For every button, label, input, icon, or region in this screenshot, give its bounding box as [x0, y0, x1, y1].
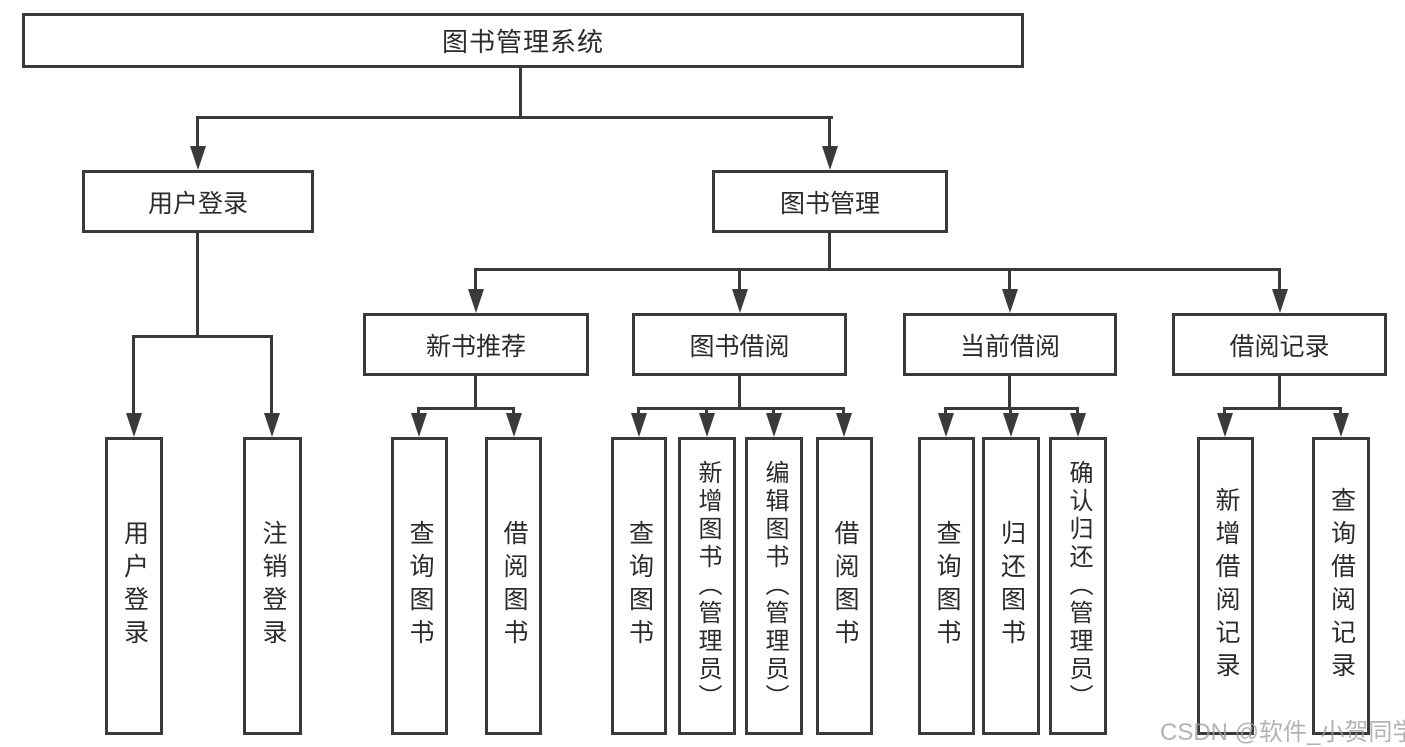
arrow-down-icon [506, 413, 522, 437]
node-book-management: 图书管理 [712, 170, 948, 233]
arrow-down-icon [1217, 413, 1233, 437]
leaf-query-books-current-label: 查询图书 [933, 520, 961, 652]
connector-line [1224, 407, 1342, 410]
connector-line [475, 268, 1281, 271]
node-current-borrowing-label: 当前借阅 [959, 332, 1060, 361]
leaf-user-login: 用户登录 [105, 437, 163, 735]
connector-line [944, 407, 947, 413]
arrow-down-icon [411, 413, 427, 437]
connector-line [1278, 268, 1281, 289]
leaf-borrow-books-recommend: 借阅图书 [485, 437, 542, 735]
csdn-watermark: CSDN @软件_小贺同学 [1160, 719, 1405, 746]
node-new-book-recommend: 新书推荐 [363, 313, 589, 376]
connector-line [828, 233, 831, 269]
connector-line [133, 335, 273, 338]
arrow-down-icon [938, 413, 954, 437]
node-current-borrowing: 当前借阅 [903, 313, 1117, 376]
arrow-down-icon [766, 413, 782, 437]
connector-line [418, 407, 515, 410]
connector-line [1076, 407, 1079, 413]
arrow-down-icon [699, 413, 715, 437]
connector-line [196, 233, 199, 336]
arrow-down-icon [822, 146, 838, 170]
arrow-down-icon [1070, 413, 1086, 437]
leaf-confirm-return-admin-label: 确认归还（管理员） [1065, 460, 1092, 712]
leaf-edit-book-admin: 编辑图书（管理员） [745, 437, 803, 735]
connector-line [738, 376, 741, 408]
connector-line [1008, 268, 1011, 289]
leaf-query-borrow-record-label: 查询借阅记录 [1327, 487, 1356, 685]
leaf-logout: 注销登录 [243, 437, 302, 735]
connector-line [738, 268, 741, 289]
arrow-down-icon [631, 413, 647, 437]
node-user-login: 用户登录 [82, 170, 314, 233]
connector-line [197, 116, 833, 119]
node-book-management-label: 图书管理 [779, 189, 880, 218]
arrow-down-icon [1003, 413, 1019, 437]
leaf-add-borrow-record: 新增借阅记录 [1197, 437, 1254, 735]
arrow-down-icon [264, 413, 280, 437]
arrow-down-icon [1333, 413, 1349, 437]
arrow-down-icon [126, 413, 142, 437]
leaf-confirm-return-admin: 确认归还（管理员） [1049, 437, 1107, 735]
arrow-down-icon [468, 289, 484, 313]
leaf-query-books-recommend-label: 查询图书 [406, 520, 434, 652]
node-borrow-records-label: 借阅记录 [1229, 332, 1330, 361]
leaf-add-book-admin-label: 新增图书（管理员） [694, 460, 721, 712]
leaf-edit-book-admin-label: 编辑图书（管理员） [761, 460, 788, 712]
leaf-query-books-borrowing-label: 查询图书 [625, 520, 654, 652]
leaf-return-book: 归还图书 [982, 437, 1040, 735]
connector-line [1008, 376, 1011, 408]
connector-line [1339, 407, 1342, 413]
leaf-borrow-books-label: 借阅图书 [831, 520, 859, 652]
connector-line [474, 376, 477, 408]
leaf-return-book-label: 归还图书 [997, 520, 1026, 652]
leaf-query-borrow-record: 查询借阅记录 [1312, 437, 1370, 735]
connector-line [519, 68, 522, 117]
node-borrow-records: 借阅记录 [1172, 313, 1387, 376]
connector-line [1223, 407, 1226, 413]
leaf-borrow-books: 借阅图书 [816, 437, 873, 735]
connector-line [270, 335, 273, 413]
arrow-down-icon [190, 146, 206, 170]
connector-line [705, 407, 708, 413]
node-book-borrowing-label: 图书借阅 [689, 332, 790, 361]
arrow-down-icon [732, 289, 748, 313]
arrow-down-icon [1272, 289, 1288, 313]
node-root: 图书管理系统 [22, 13, 1024, 68]
connector-line [638, 407, 845, 410]
node-book-borrowing: 图书借阅 [632, 313, 847, 376]
connector-line [1009, 407, 1012, 413]
connector-line [132, 335, 135, 413]
leaf-borrow-books-recommend-label: 借阅图书 [500, 520, 528, 652]
arrow-down-icon [836, 413, 852, 437]
leaf-query-books-borrowing: 查询图书 [611, 437, 667, 735]
leaf-query-books-recommend: 查询图书 [391, 437, 448, 735]
connector-line [945, 407, 1079, 410]
arrow-down-icon [1002, 289, 1018, 313]
connector-line [474, 268, 477, 289]
connector-line [512, 407, 515, 413]
connector-line [1278, 376, 1281, 408]
leaf-logout-label: 注销登录 [259, 520, 287, 652]
connector-line [772, 407, 775, 413]
node-user-login-label: 用户登录 [147, 189, 248, 218]
leaf-add-borrow-record-label: 新增借阅记录 [1212, 487, 1240, 685]
connector-line [828, 116, 831, 146]
connector-line [637, 407, 640, 413]
connector-line [417, 407, 420, 413]
connector-line [196, 116, 199, 146]
leaf-add-book-admin: 新增图书（管理员） [678, 437, 736, 735]
connector-line [842, 407, 845, 413]
node-new-book-recommend-label: 新书推荐 [425, 332, 526, 361]
leaf-user-login-label: 用户登录 [120, 520, 149, 652]
node-root-label: 图书管理系统 [441, 27, 604, 57]
leaf-query-books-current: 查询图书 [918, 437, 975, 735]
